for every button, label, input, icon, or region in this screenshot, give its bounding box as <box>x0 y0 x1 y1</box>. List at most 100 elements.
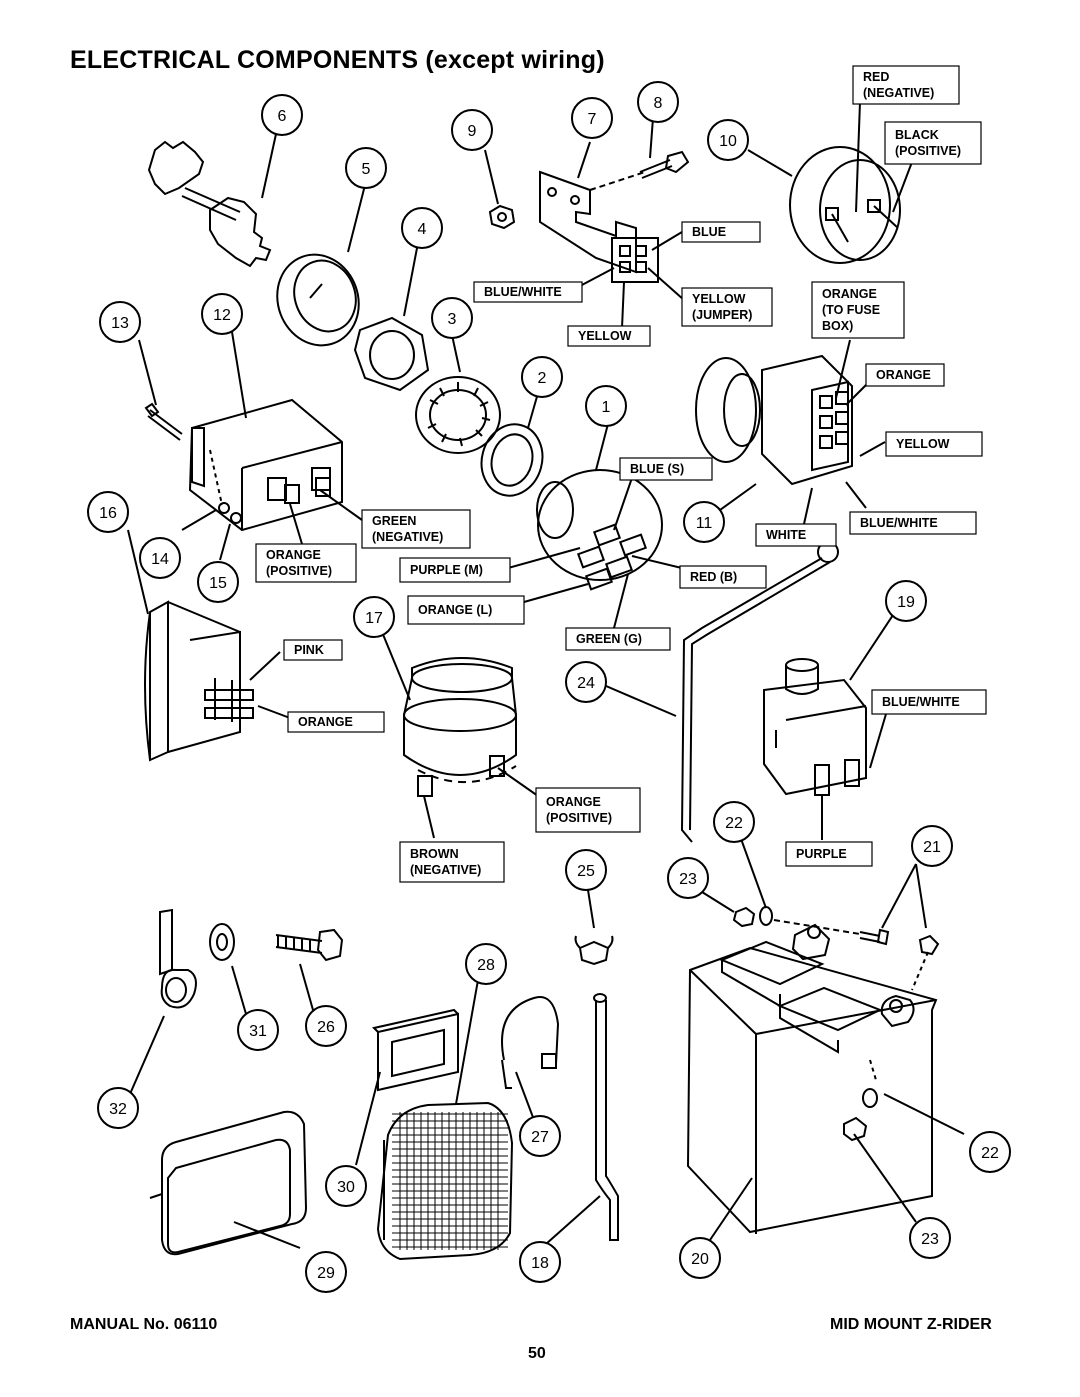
svg-text:13: 13 <box>111 315 129 332</box>
svg-text:29: 29 <box>317 1265 335 1282</box>
label-text: ORANGE <box>546 795 601 809</box>
label-text: (TO FUSE <box>822 303 880 317</box>
label-text: BLUE/WHITE <box>860 516 938 530</box>
svg-text:25: 25 <box>577 863 595 880</box>
label-text: (NEGATIVE) <box>863 86 934 100</box>
label-text: ORANGE <box>876 368 931 382</box>
svg-text:5: 5 <box>362 161 371 178</box>
label-text: BOX) <box>822 319 853 333</box>
label-blue-white-right: BLUE/WHITE <box>849 511 977 535</box>
label-boxes: RED (NEGATIVE) BLACK (POSITIVE) BLUE BLUE/WHI… <box>255 65 987 883</box>
label-text: ORANGE <box>266 548 321 562</box>
label-orange-l: ORANGE (L) <box>407 595 525 625</box>
label-text: PURPLE (M) <box>410 563 483 577</box>
nut-part-23-top <box>732 906 756 928</box>
label-text: BLUE/WHITE <box>882 695 960 709</box>
lens-part-29 <box>149 1110 308 1256</box>
callout-10: 10 <box>707 119 749 161</box>
svg-text:14: 14 <box>151 551 169 568</box>
label-text: GREEN (G) <box>576 632 642 646</box>
bracket-part-7 <box>539 170 659 283</box>
meter-part-10 <box>789 146 901 264</box>
nut-part-15 <box>230 512 242 524</box>
callout-25: 25 <box>565 849 607 891</box>
page-number: 50 <box>528 1345 546 1362</box>
label-yellow-right: YELLOW <box>885 431 983 457</box>
label-text: RED <box>863 70 889 84</box>
svg-text:21: 21 <box>923 839 941 856</box>
svg-text:16: 16 <box>99 505 117 522</box>
hex-nut-part-4 <box>353 316 430 392</box>
svg-text:9: 9 <box>468 123 477 140</box>
label-text: WHITE <box>766 528 806 542</box>
callout-29: 29 <box>305 1251 347 1293</box>
label-text: (POSITIVE) <box>895 144 961 158</box>
callout-32: 32 <box>97 1087 139 1129</box>
callout-2: 2 <box>521 356 563 398</box>
headlight-grid <box>392 1112 508 1250</box>
svg-text:18: 18 <box>531 1255 549 1272</box>
label-blue: BLUE <box>681 221 761 243</box>
callout-5: 5 <box>345 147 387 189</box>
label-text: GREEN <box>372 514 416 528</box>
callout-11: 11 <box>683 501 725 543</box>
rocker-switch-part-16 <box>144 600 254 762</box>
callout-23: 23 <box>667 857 709 899</box>
callout-24: 24 <box>565 661 607 703</box>
label-purple: PURPLE <box>785 841 873 867</box>
svg-text:23: 23 <box>921 1231 939 1248</box>
model-name: MID MOUNT Z-RIDER <box>830 1316 992 1333</box>
callout-16: 16 <box>87 491 129 533</box>
relay-part-12 <box>188 398 343 532</box>
label-text: YELLOW <box>692 292 746 306</box>
svg-text:17: 17 <box>365 610 383 627</box>
svg-text:8: 8 <box>654 95 663 112</box>
label-text: (NEGATIVE) <box>372 530 443 544</box>
label-blue-white-top: BLUE/WHITE <box>473 281 583 303</box>
key-part-6 <box>147 140 272 268</box>
label-text: BLACK <box>895 128 939 142</box>
svg-text:22: 22 <box>981 1145 999 1162</box>
label-text: BLUE (S) <box>630 462 684 476</box>
label-blue-white-lower: BLUE/WHITE <box>871 689 987 715</box>
label-text: BLUE/WHITE <box>484 285 562 299</box>
svg-text:4: 4 <box>418 221 427 238</box>
page-title: ELECTRICAL COMPONENTS (except wiring) <box>70 46 605 75</box>
callout-23: 23 <box>909 1217 951 1259</box>
label-orange-positive: ORANGE(POSITIVE) <box>255 543 357 583</box>
svg-text:1: 1 <box>602 399 611 416</box>
label-text: PINK <box>294 643 324 657</box>
callout-27: 27 <box>519 1115 561 1157</box>
label-red-negative: RED (NEGATIVE) <box>852 65 960 105</box>
callout-18: 18 <box>519 1241 561 1283</box>
headlight-part-28 <box>376 1101 514 1261</box>
callout-22: 22 <box>713 801 755 843</box>
label-purple-m: PURPLE (M) <box>399 557 511 583</box>
title-main: ELECTRICAL COMPONENTS <box>70 46 419 74</box>
pto-switch-part-11 <box>695 354 853 486</box>
star-washer-part-3 <box>415 376 501 454</box>
battery-part-20 <box>686 923 940 1234</box>
label-red-b: RED (B) <box>679 565 767 589</box>
label-pink: PINK <box>283 639 343 661</box>
svg-text:24: 24 <box>577 675 595 692</box>
label-green-g: GREEN (G) <box>565 627 671 651</box>
callout-22: 22 <box>969 1131 1011 1173</box>
label-black-positive: BLACK (POSITIVE) <box>884 121 982 165</box>
svg-text:6: 6 <box>278 108 287 125</box>
callout-13: 13 <box>99 301 141 343</box>
callout-26: 26 <box>305 1005 347 1047</box>
label-orange-right: ORANGE <box>865 363 945 387</box>
svg-text:22: 22 <box>725 815 743 832</box>
leader-lines <box>127 101 965 1249</box>
svg-text:32: 32 <box>109 1101 127 1118</box>
callout-4: 4 <box>401 207 443 249</box>
light-socket-part-17 <box>403 657 517 797</box>
clamp-part-32 <box>159 908 197 1009</box>
seat-switch-part-19 <box>763 658 867 796</box>
bolt-part-8 <box>639 150 690 179</box>
label-text: (NEGATIVE) <box>410 863 481 877</box>
label-text: (JUMPER) <box>692 308 752 322</box>
